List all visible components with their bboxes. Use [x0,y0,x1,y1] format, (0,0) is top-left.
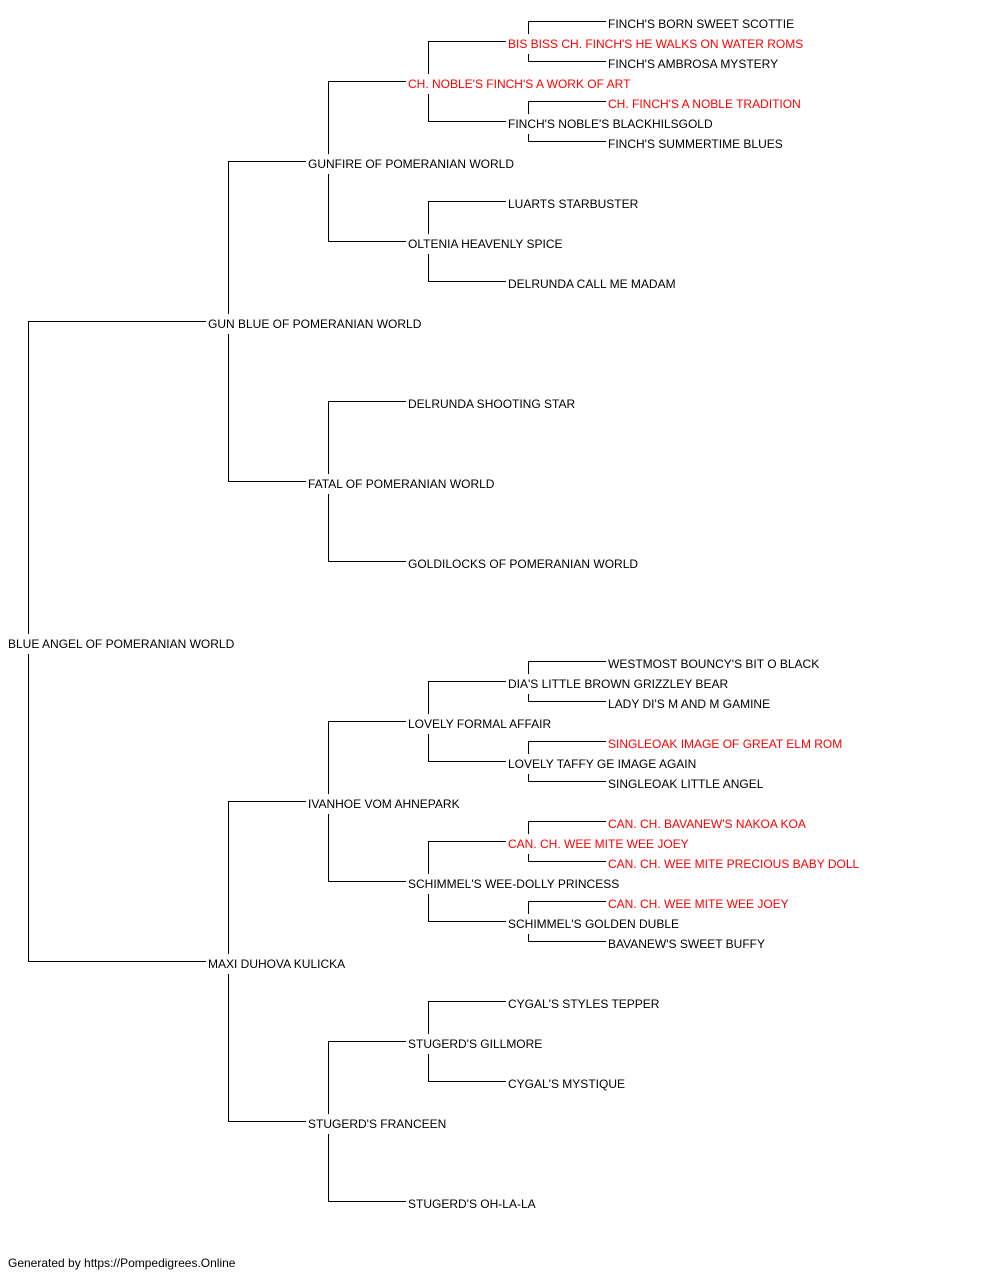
dog-name-dsdd-dam: BAVANEW'S SWEET BUFFY [608,937,765,951]
dog-name-sd-sire: DELRUNDA SHOOTING STAR [408,397,575,411]
dog-name-ssss-sire: FINCH'S BORN SWEET SCOTTIE [608,17,794,31]
dog-name-ss-dam: OLTENIA HEAVENLY SPICE [408,237,563,251]
connector-ssss_sire [528,21,606,34]
dog-name-root: BLUE ANGEL OF POMERANIAN WORLD [8,637,235,651]
dog-name-sd-dam: GOLDILOCKS OF POMERANIAN WORLD [408,557,638,571]
connector-dsds_dam [528,854,606,862]
dog-name-dd-dam: STUGERD'S OH-LA-LA [408,1197,536,1211]
dog-name-dds-sire: CYGAL'S STYLES TEPPER [508,997,660,1011]
dog-name-ssd-dam: DELRUNDA CALL ME MADAM [508,277,676,291]
dog-name-sire-dam: FATAL OF POMERANIAN WORLD [308,477,495,491]
connector-dss_dam [428,734,506,762]
connector-ds_sire [328,721,406,794]
connector-dam [28,654,206,962]
connector-sssd_dam [528,134,606,142]
connector-dsdd_sire [528,901,606,914]
connector-dds_sire [428,1001,506,1034]
dog-name-dam-dam: STUGERD'S FRANCEEN [308,1117,446,1131]
dog-name-dsss-dam: LADY DI'S M AND M GAMINE [608,697,770,711]
connector-dsss_sire [528,661,606,674]
dog-name-dsd-dam: SCHIMMEL'S GOLDEN DUBLE [508,917,679,931]
dog-name-dss-sire: DIA'S LITTLE BROWN GRIZZLEY BEAR [508,677,728,691]
connector-dsds_sire [528,821,606,834]
connector-sssd_sire [528,101,606,114]
dog-name-sss-sire: BIS BISS CH. FINCH'S HE WALKS ON WATER R… [508,37,803,51]
dog-name-dsds-sire: CAN. CH. BAVANEW'S NAKOA KOA [608,817,806,831]
dog-name-dss-dam: LOVELY TAFFY GE IMAGE AGAIN [508,757,696,771]
connector-dss_sire [428,681,506,714]
connector-dssd_dam [528,774,606,782]
connector-ssss_dam [528,54,606,62]
footer-credit: Generated by https://Pompedigrees.Online [8,1256,236,1270]
connector-dsd_sire [428,841,506,874]
connector-dsss_dam [528,694,606,702]
connector-ssd_sire [428,201,506,234]
dog-name-dam-sire: IVANHOE VOM AHNEPARK [308,797,460,811]
connector-sss_sire [428,41,506,74]
connector-dsd_dam [428,894,506,922]
dog-name-dsdd-sire: CAN. CH. WEE MITE WEE JOEY [608,897,789,911]
dog-name-dssd-sire: SINGLEOAK IMAGE OF GREAT ELM ROM [608,737,842,751]
dog-name-ss-sire: CH. NOBLE'S FINCH'S A WORK OF ART [408,77,631,91]
connector-dssd_sire [528,741,606,754]
dog-name-dssd-dam: SINGLEOAK LITTLE ANGEL [608,777,764,791]
dog-name-ds-dam: SCHIMMEL'S WEE-DOLLY PRINCESS [408,877,619,891]
dog-name-sssd-sire: CH. FINCH'S A NOBLE TRADITION [608,97,801,111]
dog-name-ssd-sire: LUARTS STARBUSTER [508,197,639,211]
dog-name-dsds-dam: CAN. CH. WEE MITE PRECIOUS BABY DOLL [608,857,859,871]
connector-dds_dam [428,1054,506,1082]
dog-name-sss-dam: FINCH'S NOBLE'S BLACKHILSGOLD [508,117,713,131]
connector-lines [28,21,606,1202]
connector-dam_sire [228,801,306,954]
dog-name-sssd-dam: FINCH'S SUMMERTIME BLUES [608,137,783,151]
connector-sire_dam [228,334,306,482]
dog-name-dsd-sire: CAN. CH. WEE MITE WEE JOEY [508,837,689,851]
connector-sss_dam [428,94,506,122]
connector-sire_sire [228,161,306,314]
connector-dd_dam [328,1134,406,1202]
connector-ss_dam [328,174,406,242]
dog-name-ssss-dam: FINCH'S AMBROSA MYSTERY [608,57,778,71]
dog-name-dam: MAXI DUHOVA KULICKA [208,957,345,971]
dog-name-ds-sire: LOVELY FORMAL AFFAIR [408,717,551,731]
dog-name-dd-sire: STUGERD'S GILLMORE [408,1037,542,1051]
dog-name-dsss-sire: WESTMOST BOUNCY'S BIT O BLACK [608,657,819,671]
connector-sire [28,321,206,634]
connector-dd_sire [328,1041,406,1114]
connector-ds_dam [328,814,406,882]
connector-sd_sire [328,401,406,474]
connector-dsdd_dam [528,934,606,942]
connector-ssd_dam [428,254,506,282]
connector-ss_sire [328,81,406,154]
dog-labels: BLUE ANGEL OF POMERANIAN WORLD GUN BLUE O… [8,17,859,1211]
dog-name-sire-sire: GUNFIRE OF POMERANIAN WORLD [308,157,514,171]
connector-sd_dam [328,494,406,562]
connector-dam_dam [228,974,306,1122]
dog-name-sire: GUN BLUE OF POMERANIAN WORLD [208,317,422,331]
dog-name-dds-dam: CYGAL'S MYSTIQUE [508,1077,625,1091]
